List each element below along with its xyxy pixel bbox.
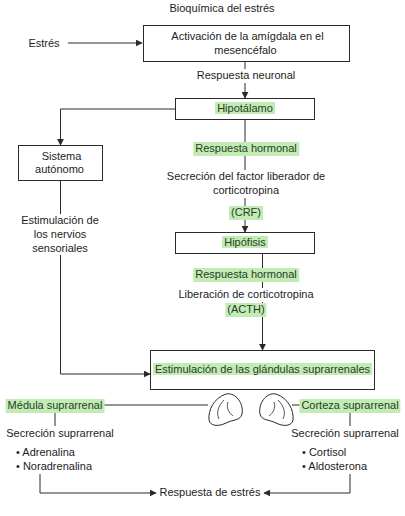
annotation-label: Corteza suprarrenal (299, 399, 400, 413)
annotation-label: • Cortisol (300, 446, 348, 460)
edge-label: Respuesta hormonal (193, 268, 299, 282)
flow-line (350, 412, 351, 426)
process-box: Activación de la amígdala en el mesencéf… (143, 25, 350, 62)
flow-connector (61, 109, 176, 145)
edge-label: Respuesta neuronal (195, 69, 297, 83)
annotation-label: Secreción suprarrenal (4, 427, 116, 441)
flow-connector (61, 181, 151, 374)
flow-arrow (40, 474, 156, 493)
box-text: Estimulación de las glándulas suprarrena… (153, 363, 372, 375)
stress-arrow (68, 43, 142, 44)
adrenal-gland (260, 394, 293, 426)
annotation-label: Estrés (26, 37, 61, 51)
text-wrapper: Hipófisis (222, 236, 268, 249)
annotation-label: (CRF) (229, 206, 263, 220)
process-box: Sistema autónomo (18, 145, 103, 181)
text-wrapper: Activación de la amígdala en el mesencéf… (144, 30, 349, 56)
annotation-label: Liberación de corticotropina (176, 288, 315, 302)
edge-label: Respuesta hormonal (193, 142, 299, 156)
process-box: Hipotálamo (175, 98, 315, 120)
edge-label: Estimulación de los nervios sensoriales (16, 214, 104, 255)
annotation-label: • Adrenalina (14, 446, 77, 460)
box-text: Sistema autónomo (35, 150, 86, 175)
annotation-label: Respuesta de estrés (158, 486, 263, 500)
text-wrapper: Estimulación de las glándulas suprarrena… (153, 363, 372, 376)
process-box: Hipófisis (175, 232, 315, 254)
annotation-label: (ACTH) (225, 303, 266, 317)
process-box: Estimulación de las glándulas suprarrena… (150, 350, 375, 390)
leader-line (102, 405, 208, 406)
annotation-label: Secreción suprarrenal (289, 427, 401, 441)
box-text: Hipotálamo (215, 102, 275, 114)
annotation-label: Médula suprarrenal (6, 399, 105, 413)
annotation-label: • Aldosterona (300, 460, 369, 474)
diagram-title: Bioquímica del estrés (167, 2, 276, 16)
box-text: Hipófisis (222, 236, 268, 248)
flow-arrow (264, 474, 350, 493)
annotation-label: • Noradrenalina (14, 460, 94, 474)
flow-line (55, 412, 56, 426)
text-wrapper: Hipotálamo (215, 102, 275, 115)
annotation-label: Secreción del factor liberador de cortic… (152, 170, 341, 198)
box-text: Activación de la amígdala en el mesencéf… (169, 30, 323, 55)
adrenal-gland (209, 394, 242, 426)
text-wrapper: Sistema autónomo (19, 150, 102, 176)
